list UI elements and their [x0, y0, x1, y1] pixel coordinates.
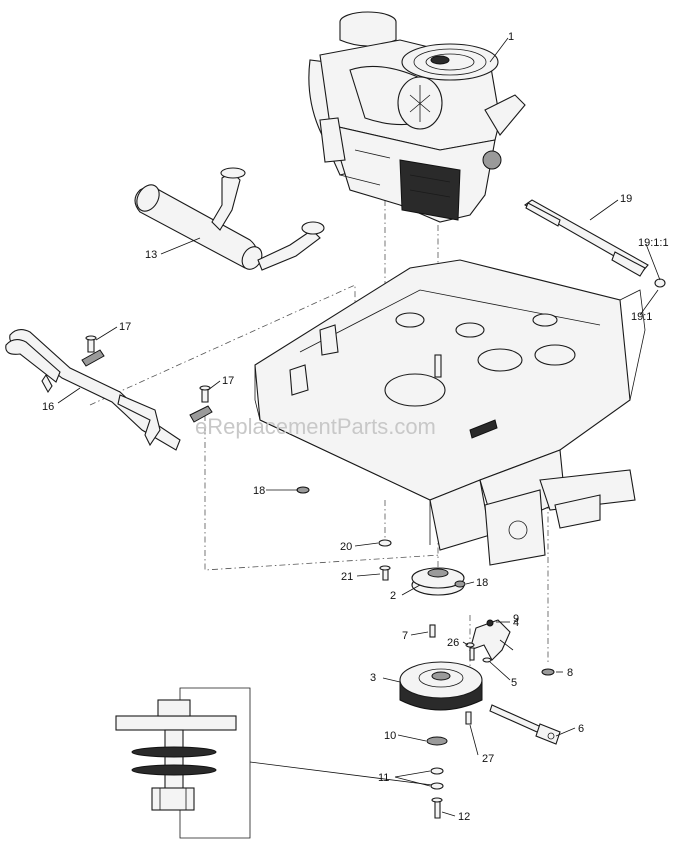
- watermark-text: eReplacementParts.com: [195, 414, 436, 439]
- callout-13: 13: [145, 249, 157, 261]
- frame-part: [254, 259, 646, 566]
- callout-11: 11: [378, 772, 389, 784]
- callout-26: 26: [447, 637, 459, 649]
- callout-10: 10: [384, 730, 396, 742]
- callout-17-lower: 17: [222, 375, 234, 387]
- link-rod-part: [489, 704, 561, 745]
- clutch-part: [399, 661, 483, 711]
- callout-8: 8: [567, 667, 573, 679]
- callout-7: 7: [402, 630, 408, 642]
- callout-4: 4: [513, 617, 519, 629]
- callout-2: 2: [390, 590, 396, 602]
- callout-18-left: 18: [253, 485, 265, 497]
- callout-19-1-1: 19:1:1: [638, 237, 669, 249]
- callout-18-right: 18: [476, 577, 488, 589]
- callout-1: 1: [508, 31, 514, 43]
- callout-16: 16: [42, 401, 54, 413]
- leader-lines: [57, 37, 661, 817]
- bolt-17-parts: [85, 335, 211, 403]
- muffler-part: [134, 167, 325, 271]
- detail-inset: [115, 687, 433, 839]
- callout-27: 27: [482, 753, 494, 765]
- small-hardware: [296, 486, 555, 819]
- callout-6: 6: [578, 723, 584, 735]
- fuel-line-part: [523, 199, 666, 288]
- callout-17-upper: 17: [119, 321, 131, 333]
- callout-20: 20: [340, 541, 352, 553]
- callout-9: 9: [513, 613, 519, 625]
- callout-12: 12: [458, 811, 470, 823]
- callout-19-1: 19:1: [631, 311, 652, 323]
- callout-3: 3: [370, 672, 376, 684]
- handle-bar-part: [5, 329, 213, 451]
- callout-19: 19: [620, 193, 632, 205]
- callout-5: 5: [511, 677, 517, 689]
- callout-21: 21: [341, 571, 353, 583]
- engine-part: [308, 11, 526, 223]
- bracket-part: [469, 619, 511, 661]
